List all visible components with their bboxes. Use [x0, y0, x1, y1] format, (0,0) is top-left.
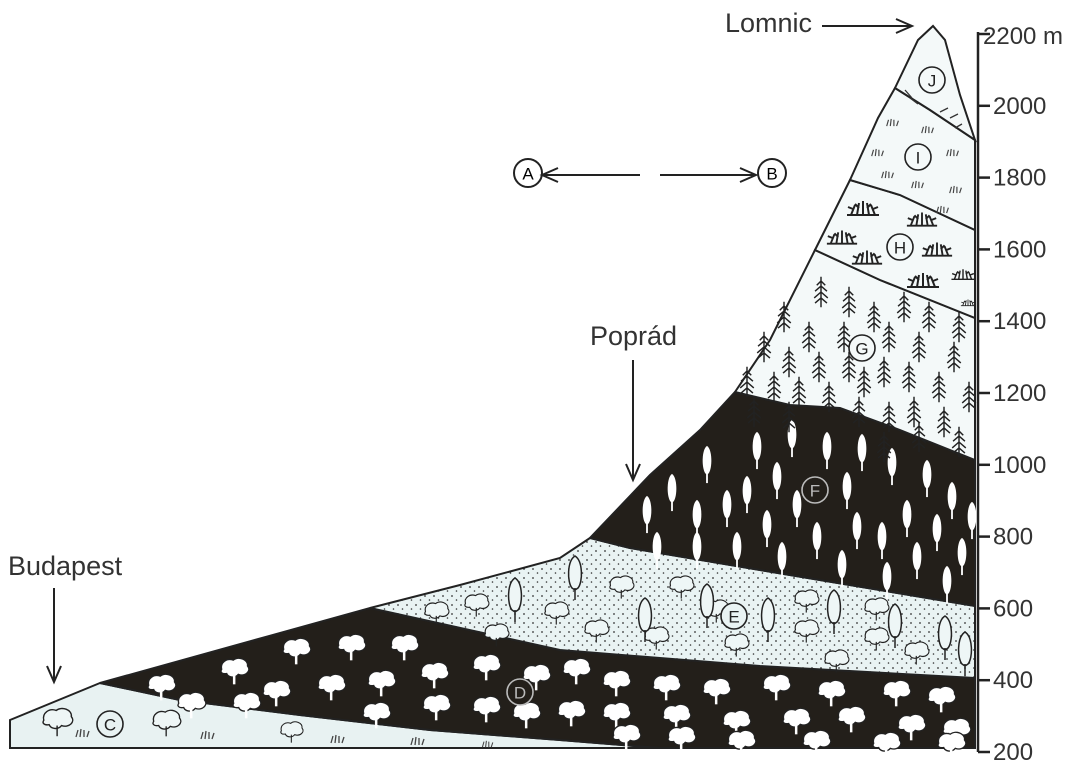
zone-d-label: D — [514, 684, 526, 703]
axis-tick-label: 400 — [993, 667, 1033, 694]
axis-tick-label: 1800 — [993, 165, 1046, 192]
zone-h-label: H — [894, 239, 906, 258]
zone-f-label: F — [810, 482, 820, 501]
zone-e-label: E — [728, 608, 739, 627]
legend-a-label: A — [522, 165, 534, 184]
zone-g-label: G — [855, 340, 868, 359]
budapest-label: Budapest — [8, 551, 123, 581]
axis-tick-label: 1600 — [993, 236, 1046, 263]
poprad-arrow — [626, 360, 640, 480]
axis-top-label: 2200 m — [983, 23, 1063, 50]
poprad-label: Poprád — [590, 321, 677, 351]
budapest-arrow — [47, 588, 61, 682]
lomnic-label: Lomnic — [725, 8, 812, 38]
axis-tick-label: 1400 — [993, 308, 1046, 335]
axis-tick-label: 200 — [993, 739, 1033, 766]
tree-broad-mark — [873, 732, 901, 758]
tree-broad-mark — [938, 732, 966, 758]
elevation-axis: 2200 m 2000 1800 1600 1400 1200 1000 800 600 400… — [978, 23, 1063, 766]
zone-c-label: C — [104, 716, 116, 735]
a-b-arrow: A B — [514, 159, 786, 187]
axis-tick-label: 600 — [993, 595, 1033, 622]
axis-tick-label: 2000 — [993, 93, 1046, 120]
axis-tick-label: 800 — [993, 524, 1033, 551]
legend-b-label: B — [766, 165, 777, 184]
tree-broad-mark — [803, 730, 831, 756]
zone-i-label: I — [916, 149, 921, 168]
axis-tick-label: 1000 — [993, 452, 1046, 479]
zone-j-label: J — [928, 72, 937, 91]
lomnic-arrow — [822, 19, 912, 33]
tree-broad-mark — [728, 730, 756, 756]
axis-tick-label: 1200 — [993, 380, 1046, 407]
